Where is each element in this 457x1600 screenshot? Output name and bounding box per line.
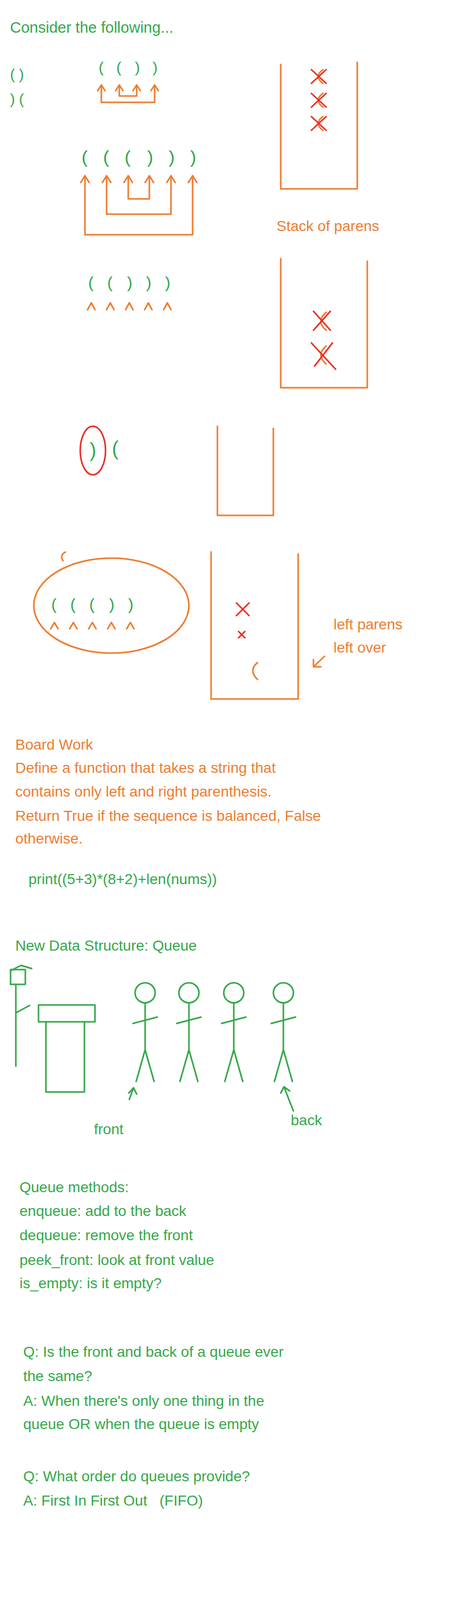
note-text: ) ( <box>10 90 24 109</box>
note-text: peek_front: look at front value <box>19 1251 215 1270</box>
note-text: ( ) <box>10 65 24 84</box>
note-text: Define a function that takes a string th… <box>15 759 276 778</box>
note-text: contains only left and right parenthesis… <box>15 783 272 802</box>
paren-ellipse: ( ( ( ) ) <box>32 557 190 655</box>
note-text: otherwise. <box>15 830 83 849</box>
note-text: A: First In First Out (FIFO) <box>23 1492 204 1511</box>
note-text: Q: Is the front and back of a queue ever <box>23 1343 284 1362</box>
note-text: ( ( ( ) ) ) <box>79 147 198 170</box>
note-text: ( ( ) ) <box>97 59 160 78</box>
note-text: Board Work <box>15 736 93 755</box>
note-text: left over <box>333 639 387 658</box>
note-text: left parens <box>333 615 403 634</box>
circled-paren: ) <box>79 425 107 476</box>
note-text: front <box>93 1120 124 1139</box>
note-text: the same? <box>23 1367 93 1386</box>
note-text: dequeue: remove the front <box>19 1226 193 1245</box>
stack-drawing <box>211 551 299 700</box>
note-text: Return True if the sequence is balanced,… <box>15 807 321 826</box>
stack-drawing <box>217 426 274 516</box>
note-text: Stack of parens <box>276 217 380 236</box>
note-text: Q: What order do queues provide? <box>23 1468 251 1487</box>
stack-drawing <box>280 62 358 189</box>
match-brackets <box>80 175 197 235</box>
node-text: ( ( ( ) ) <box>49 596 136 616</box>
note-text: back <box>290 1111 322 1130</box>
pointer-arrow <box>313 656 325 668</box>
note-text: New Data Structure: Queue <box>15 937 197 956</box>
note-text: A: When there's only one thing in the <box>23 1392 265 1411</box>
note-text: print((5+3)*(8+2)+len(nums)) <box>28 870 217 889</box>
note-text: queue OR when the queue is empty <box>23 1415 260 1434</box>
caret-marks <box>87 302 171 310</box>
queue-illustration <box>10 965 296 1112</box>
note-text: ( <box>111 436 119 462</box>
note-text: enqueue: add to the back <box>19 1202 187 1221</box>
node-text: ) <box>89 438 97 463</box>
note-text: Consider the following... <box>10 18 174 37</box>
note-text: is_empty: is it empty? <box>19 1274 162 1293</box>
stack-drawing <box>280 258 368 388</box>
note-text: Queue methods: <box>19 1178 129 1197</box>
match-arrows <box>97 84 159 103</box>
note-text: ( ( ) ) ) <box>86 274 173 294</box>
